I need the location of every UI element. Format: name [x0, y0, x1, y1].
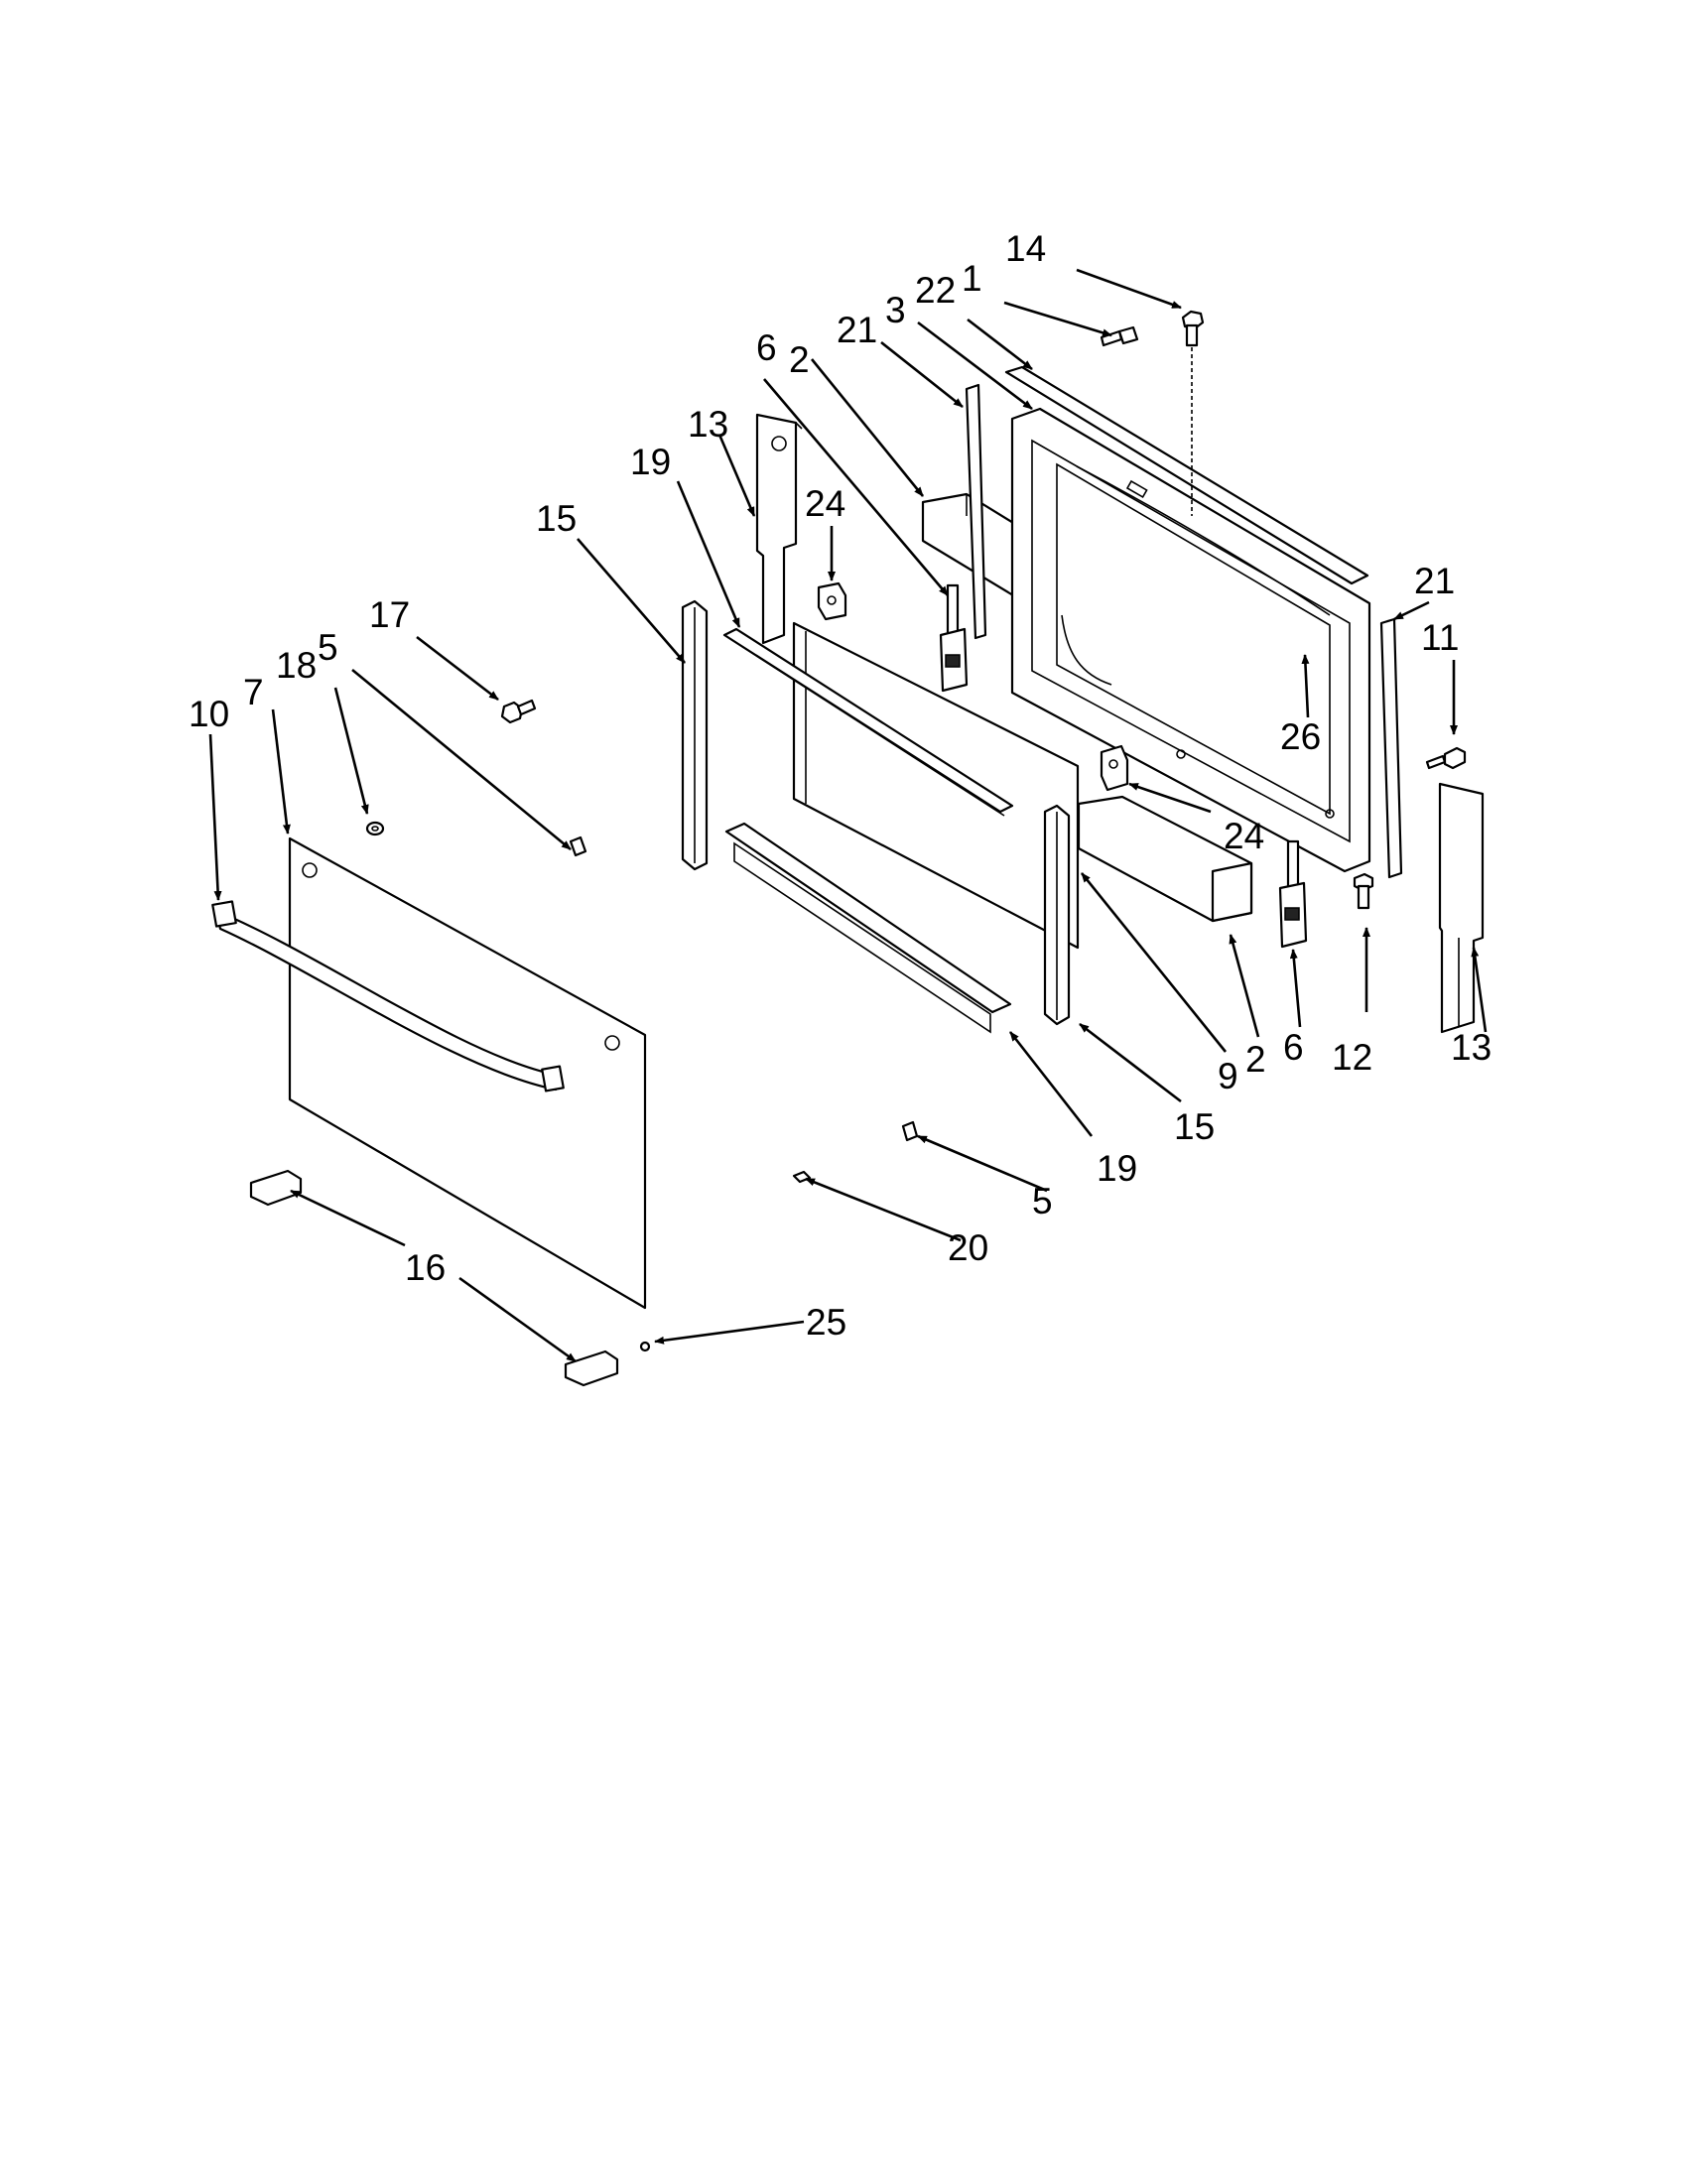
door-side-panel-right: [1438, 782, 1485, 1034]
callout-3: 3: [885, 290, 906, 330]
callout-15-lower: 15: [1174, 1106, 1215, 1147]
foot-16-left: [249, 1169, 303, 1207]
clip-5-upper: [569, 835, 587, 857]
inner-glass-panel: [792, 621, 1080, 950]
clip-5-lower: [901, 1120, 919, 1142]
callout-5-upper: 5: [318, 627, 338, 668]
callout-19-lower: 19: [1097, 1148, 1137, 1189]
callout-11: 11: [1421, 617, 1459, 658]
hinge-left: [939, 583, 969, 693]
callout-26: 26: [1280, 716, 1321, 757]
callout-22: 22: [915, 270, 956, 311]
callout-10: 10: [189, 694, 229, 734]
callout-17: 17: [369, 594, 410, 635]
foot-16-right: [564, 1349, 619, 1387]
callout-21-right: 21: [1414, 561, 1455, 601]
inner-door-frame: [1010, 407, 1371, 873]
bracket-lower: [1100, 744, 1129, 792]
callout-7: 7: [243, 672, 264, 712]
callout-20: 20: [948, 1227, 988, 1268]
side-seal-right: [1379, 617, 1403, 879]
callout-24-upper: 24: [805, 483, 845, 524]
door-handle: [211, 900, 565, 1092]
side-channel-left: [681, 599, 709, 871]
callout-13-right: 13: [1451, 1027, 1492, 1068]
callout-labels: 14 22 1 3 21 6 2 13 19 24 15 17 18 5 7 1…: [189, 228, 1492, 1343]
screw-14: [1181, 310, 1205, 347]
screw-17: [500, 699, 537, 724]
callout-2-lower: 2: [1245, 1039, 1266, 1080]
callout-18: 18: [276, 645, 317, 686]
callout-5-lower: 5: [1032, 1181, 1053, 1221]
callout-14: 14: [1005, 228, 1046, 269]
callout-9: 9: [1218, 1056, 1238, 1096]
dot-25: [639, 1341, 651, 1352]
bracket-upper: [817, 581, 847, 621]
side-seal-left: [965, 383, 987, 640]
outer-door-panel: [288, 836, 647, 1310]
callout-19-upper: 19: [630, 442, 671, 482]
callout-1: 1: [962, 258, 982, 299]
callout-21-upper: 21: [837, 310, 877, 350]
callout-16: 16: [405, 1247, 446, 1288]
callout-6-upper: 6: [756, 327, 777, 368]
side-channel-right: [1043, 804, 1071, 1026]
screw-11: [1425, 746, 1467, 770]
callout-24-lower: 24: [1224, 816, 1264, 856]
screw-1: [1100, 325, 1139, 347]
screw-12: [1353, 872, 1374, 910]
bottom-rail: [724, 822, 1012, 1034]
callout-25: 25: [806, 1302, 846, 1343]
door-side-panel-left: [755, 413, 803, 645]
callout-13-left: 13: [688, 404, 728, 445]
top-gasket-strip: [1004, 365, 1369, 585]
callout-2-upper: 2: [789, 339, 810, 380]
callout-12: 12: [1332, 1037, 1372, 1078]
callout-15-upper: 15: [536, 498, 577, 539]
insulation-block-lower: [1077, 795, 1253, 923]
leader-lines: [208, 268, 1488, 1363]
grommet-18: [365, 821, 385, 836]
hinge-right: [1278, 839, 1308, 949]
top-rail: [722, 627, 1014, 817]
callout-6-lower: 6: [1283, 1027, 1304, 1068]
